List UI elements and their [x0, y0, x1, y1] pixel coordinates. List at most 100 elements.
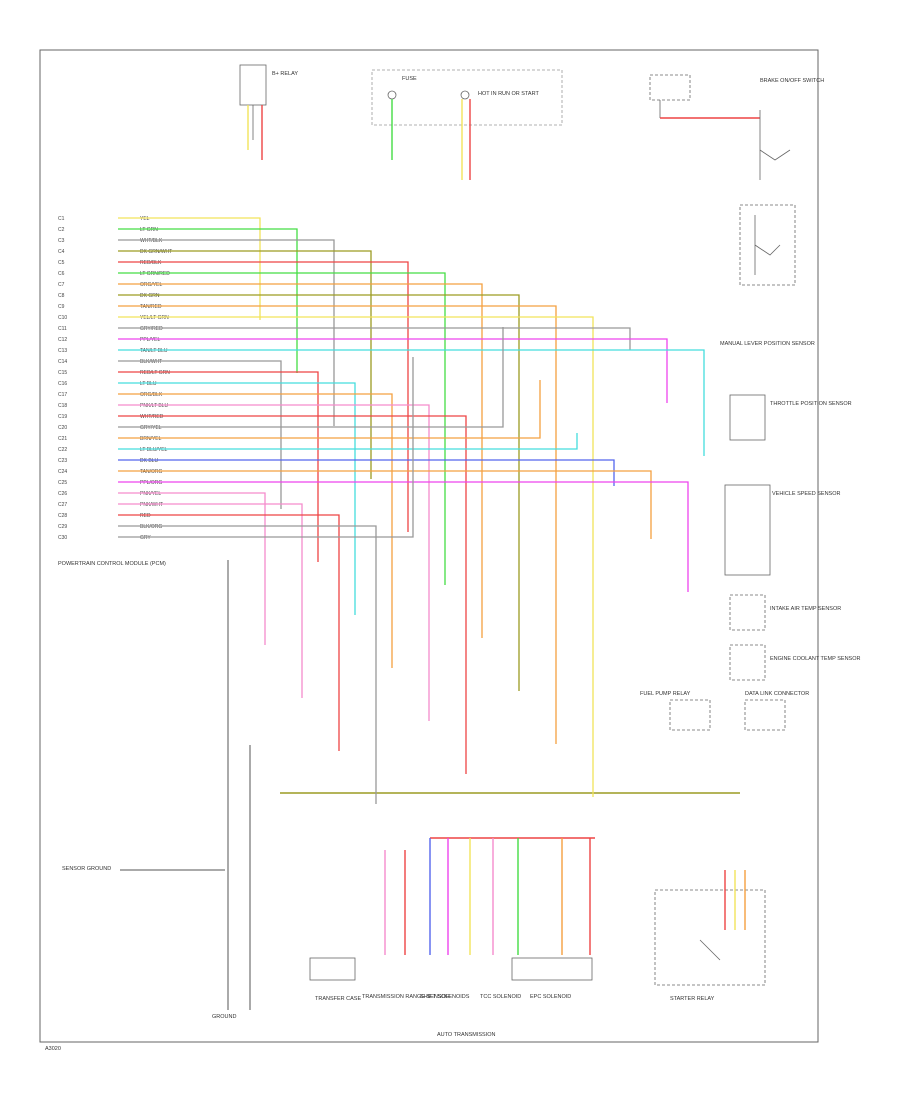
throttle-position-sensor: THROTTLE POSITION SENSOR: [729, 394, 852, 441]
harness-wire: [118, 404, 430, 721]
ecm-pin-label: C8: [58, 293, 65, 299]
ecm-pin-label: C2: [58, 227, 65, 233]
ecm-pin-label: C17: [58, 392, 67, 398]
ecm-pin-label: C21: [58, 436, 67, 442]
harness-wire: [118, 239, 335, 426]
ecm-pin-label: C4: [58, 249, 65, 255]
harness-wire: [118, 272, 446, 585]
harness-wire: [118, 470, 652, 539]
ect-label: ENGINE COOLANT TEMP SENSOR: [770, 656, 860, 662]
harness-wire: [118, 327, 504, 428]
fuse-block: FUSE HOT IN RUN OR START: [371, 69, 563, 180]
harness-wire: [118, 492, 266, 645]
harness-wire: [118, 250, 372, 479]
harness-wire: [118, 357, 414, 538]
fuel-pump-relay: FUEL PUMP RELAY DATA LINK CONNECTOR: [640, 691, 809, 731]
harness-wire: [118, 305, 557, 744]
diagram-frame: [39, 49, 819, 1043]
harness-wire: [118, 349, 705, 456]
ecm-pin-label: C24: [58, 469, 67, 475]
ecm-wire-label: PPL/ORG: [140, 480, 162, 486]
footer-code: A3020: [45, 1046, 61, 1052]
ecm-wire-label: TAN/RED: [140, 304, 162, 310]
ecm-wire-label: GRY/YEL: [140, 425, 162, 431]
ecm-pin-label: C23: [58, 458, 67, 464]
ecm-wire-label: LT GRN: [140, 227, 158, 233]
ecm-wire-label: LT BLU: [140, 381, 157, 387]
fuse-label: FUSE: [402, 76, 417, 82]
ecm-wire-label: DK BLU: [140, 458, 158, 464]
ecm-pin-label: C20: [58, 425, 67, 431]
harness-wire: [118, 371, 319, 562]
ecm-wire-label: LT BLU/YEL: [140, 447, 168, 453]
ecm-pin-label: C25: [58, 480, 67, 486]
ecm-pin-label: C16: [58, 381, 67, 387]
ecm-wire-label: BRN/YEL: [140, 436, 162, 442]
ecm-wire-label: GRY/RED: [140, 326, 163, 332]
vss-label: VEHICLE SPEED SENSOR: [772, 491, 840, 497]
ecm-pin-label: C1: [58, 216, 65, 222]
trans-label: AUTO TRANSMISSION: [437, 1032, 496, 1038]
ground-section: SENSOR GROUND GROUND: [62, 560, 251, 1020]
ecm-wire-label: PNK/YEL: [140, 491, 161, 497]
harness-wire: [118, 380, 541, 439]
ecm-wire-label: ORG/BLK: [140, 392, 163, 398]
fuel-pump-label: FUEL PUMP RELAY: [640, 691, 691, 697]
harness-wire: [118, 514, 340, 751]
main-relay-label: B+ RELAY: [272, 71, 298, 77]
ecm-pin-label: C11: [58, 326, 67, 332]
ecm-pin-label: C28: [58, 513, 67, 519]
ecm-pin-label: C12: [58, 337, 67, 343]
ecm-pin-label: C14: [58, 359, 67, 365]
ecm-wire-label: BLK/ORG: [140, 524, 162, 530]
ecm-wire-label: TAN/ORG: [140, 469, 163, 475]
ecm-pin-label: C26: [58, 491, 67, 497]
ecm-pin-label: C19: [58, 414, 67, 420]
transfer-label: TRANSFER CASE: [315, 996, 361, 1002]
harness-wire: [118, 338, 668, 403]
harness-wire: [118, 393, 393, 668]
harness-wire: [118, 481, 689, 592]
ecm-pin-label: C5: [58, 260, 65, 266]
ecm-wire-label: PNK/WHT: [140, 502, 163, 508]
iat-label: INTAKE AIR TEMP SENSOR: [770, 606, 841, 612]
ground-label: GROUND: [212, 1014, 236, 1020]
ecm-pin-label: C18: [58, 403, 67, 409]
ecm-wire-label: YEL/LT GRN: [140, 315, 169, 321]
ecm-pin-label: C13: [58, 348, 67, 354]
brake-switch-label: BRAKE ON/OFF SWITCH: [760, 78, 824, 84]
harness-wire: [118, 525, 377, 804]
ecm-wire-label: ORG/YEL: [140, 282, 162, 288]
harness-wire: [118, 316, 594, 797]
ecm-pin-label: C7: [58, 282, 65, 288]
ecm-wire-label: DK GRN: [140, 293, 160, 299]
ecm-wire-label: RED/LT GRN: [140, 370, 170, 376]
ecm-wire-label: GRY: [140, 535, 151, 541]
harness-wire: [118, 503, 303, 698]
ecm-wire-label: PNK/LT BLU: [140, 403, 169, 409]
ecm-wire-label: TAN/LT BLU: [140, 348, 168, 354]
ecm-wire-label: RED/BLK: [140, 260, 162, 266]
ecm-pin-label: C27: [58, 502, 67, 508]
temp-sensors: INTAKE AIR TEMP SENSOR ENGINE COOLANT TE…: [729, 594, 860, 681]
mlp-sensor: MANUAL LEVER POSITION SENSOR: [720, 204, 815, 347]
harness-wire: [118, 459, 615, 486]
ecm-pin-label: C9: [58, 304, 65, 310]
harness-wire: [118, 283, 483, 638]
tps-label: THROTTLE POSITION SENSOR: [770, 401, 852, 407]
brake-switch: BRAKE ON/OFF SWITCH: [649, 74, 824, 180]
ecm-pin-label: C6: [58, 271, 65, 277]
ecm-pin-label: C15: [58, 370, 67, 376]
solenoid-label: SHIFT SOLENOIDS: [420, 994, 470, 1000]
main-relay: B+ RELAY: [239, 64, 298, 160]
ecm-pin-label: C3: [58, 238, 65, 244]
ecm-pin-label: C22: [58, 447, 67, 453]
ecm-pin-label: C10: [58, 315, 67, 321]
harness-wire: [118, 415, 467, 774]
data-link-label: DATA LINK CONNECTOR: [745, 691, 809, 697]
harness-wire: [118, 217, 261, 320]
ecm-wire-label: WHT/RED: [140, 414, 164, 420]
ecm-wire-label: BLK/WHT: [140, 359, 162, 365]
hot-run-label: HOT IN RUN OR START: [478, 91, 539, 97]
